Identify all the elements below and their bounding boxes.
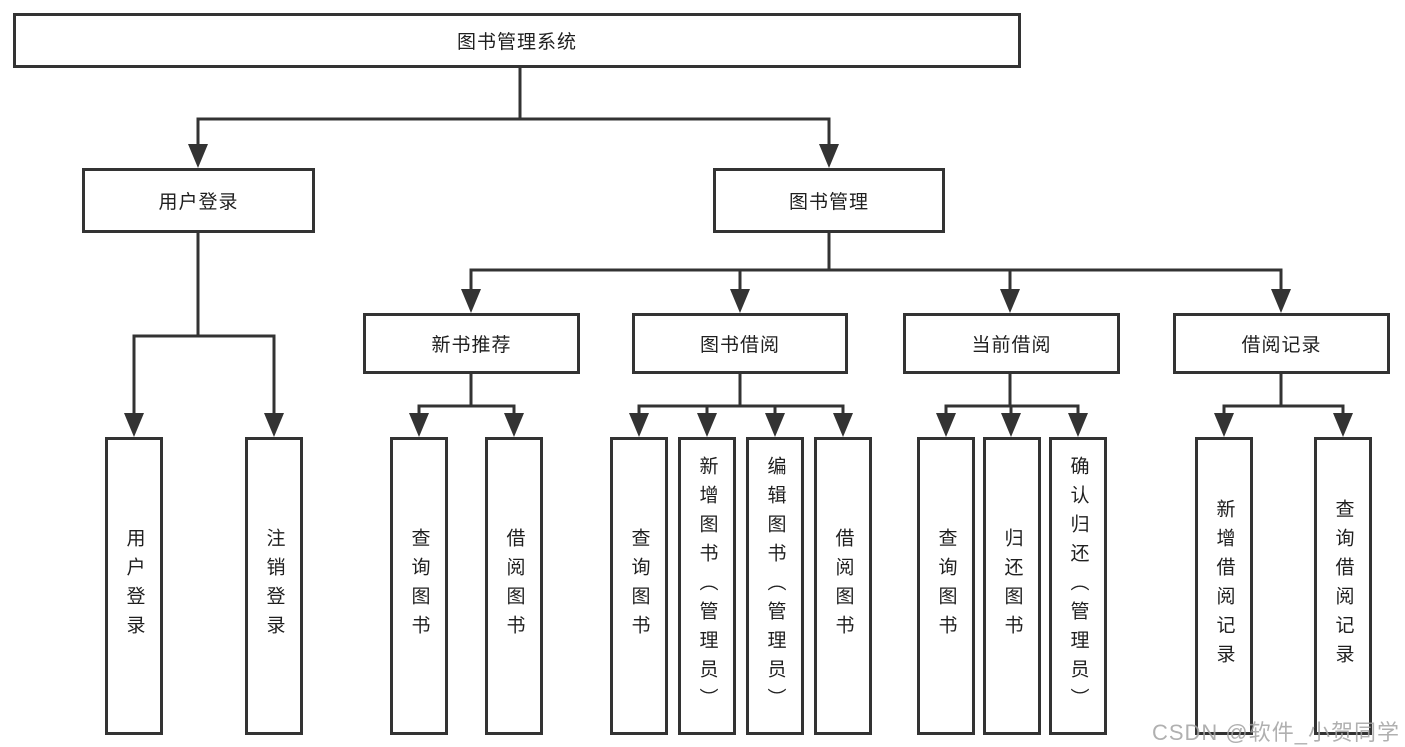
leaf-borrow-books-1-label: 借阅图书 — [503, 528, 525, 644]
leaf-user-login-label: 用户登录 — [123, 528, 145, 644]
leaf-query-books-1-label: 查询图书 — [408, 528, 430, 644]
node-borrow-records-label: 借阅记录 — [1241, 335, 1322, 356]
leaf-confirm-return-admin: 确认归还（管理员） — [1049, 437, 1107, 735]
leaf-query-books-2-label: 查询图书 — [628, 528, 650, 644]
leaf-logout-label: 注销登录 — [263, 528, 285, 644]
leaf-add-book-admin: 新增图书（管理员） — [678, 437, 736, 735]
node-new-book-recommend-label: 新书推荐 — [431, 335, 512, 356]
node-root: 图书管理系统 — [13, 13, 1021, 68]
leaf-borrow-books-2-label: 借阅图书 — [832, 528, 854, 644]
leaf-query-borrow-record-label: 查询借阅记录 — [1332, 499, 1354, 673]
node-new-book-recommend: 新书推荐 — [363, 313, 580, 374]
leaf-query-books-3-label: 查询图书 — [935, 528, 957, 644]
watermark: CSDN @软件_小贺同学 — [1151, 720, 1400, 745]
leaf-logout: 注销登录 — [245, 437, 303, 735]
leaf-add-borrow-record: 新增借阅记录 — [1195, 437, 1253, 735]
leaf-confirm-return-admin-label: 确认归还（管理员） — [1067, 455, 1089, 717]
leaf-borrow-books-2: 借阅图书 — [814, 437, 872, 735]
node-root-label: 图书管理系统 — [456, 32, 577, 53]
leaf-return-book: 归还图书 — [983, 437, 1041, 735]
node-book-borrow-label: 图书借阅 — [699, 335, 780, 356]
node-user-login-label: 用户登录 — [158, 192, 239, 213]
node-book-management-label: 图书管理 — [788, 192, 869, 213]
node-borrow-records: 借阅记录 — [1173, 313, 1390, 374]
leaf-borrow-books-1: 借阅图书 — [485, 437, 543, 735]
leaf-query-books-1: 查询图书 — [390, 437, 448, 735]
leaf-query-books-2: 查询图书 — [610, 437, 668, 735]
leaf-query-books-3: 查询图书 — [917, 437, 975, 735]
node-user-login: 用户登录 — [82, 168, 315, 233]
node-book-borrow: 图书借阅 — [632, 313, 848, 374]
leaf-user-login: 用户登录 — [105, 437, 163, 735]
leaf-query-borrow-record: 查询借阅记录 — [1314, 437, 1372, 735]
leaf-edit-book-admin-label: 编辑图书（管理员） — [764, 455, 786, 717]
leaf-edit-book-admin: 编辑图书（管理员） — [746, 437, 804, 735]
node-current-borrow: 当前借阅 — [903, 313, 1120, 374]
leaf-add-book-admin-label: 新增图书（管理员） — [696, 455, 718, 717]
leaf-return-book-label: 归还图书 — [1001, 528, 1023, 644]
node-current-borrow-label: 当前借阅 — [971, 335, 1052, 356]
leaf-add-borrow-record-label: 新增借阅记录 — [1213, 499, 1235, 673]
node-book-management: 图书管理 — [713, 168, 945, 233]
